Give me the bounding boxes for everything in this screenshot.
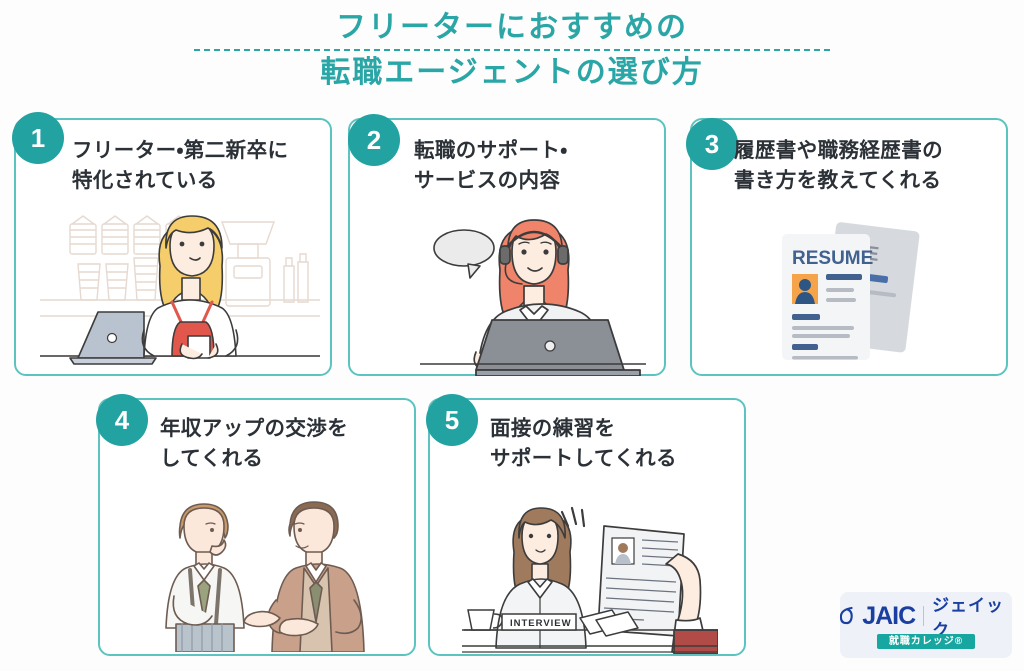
card-3-illustration: ME RESUME <box>772 216 922 372</box>
logo-wordmark-row: JAIC ジェイック <box>840 596 1012 640</box>
card-1-number-badge: 1 <box>12 112 64 164</box>
card-2-illustration <box>420 212 646 376</box>
card-1-illustration <box>40 204 320 372</box>
card-4-title: 年収アップの交渉を してくれる <box>160 417 349 470</box>
card-2-title: 転職のサポート・ サービスの内容 <box>414 139 568 192</box>
jaic-swoosh-icon <box>840 606 853 625</box>
card-1-title: フリーター・第二新卒に 特化されている <box>72 139 289 192</box>
card-5-title: 面接の練習を サポートしてくれる <box>490 417 677 470</box>
logo-divider <box>923 606 925 626</box>
card-3-title: 履歴書や職務経歴書の 書き方を教えてくれる <box>734 139 943 192</box>
title-line-1: フリーターにおすすめの <box>336 11 688 44</box>
jaic-logo: JAIC ジェイック 就職カレッジ® <box>840 592 1012 658</box>
card-4-illustration <box>146 492 376 652</box>
card-5-illustration: INTERVIEW <box>462 498 718 654</box>
card-4-number-badge: 4 <box>96 394 148 446</box>
logo-mark-text: JAIC <box>862 601 916 630</box>
page-title: フリーターにおすすめの 転職エージェントの選び方 <box>0 8 1024 93</box>
speech-bubble-shape <box>433 229 495 279</box>
card-2-number-badge: 2 <box>348 114 400 166</box>
card-5-number-badge: 5 <box>426 394 478 446</box>
interview-nameplate-label: INTERVIEW <box>510 618 572 629</box>
title-line-2: 転職エージェントの選び方 <box>320 56 704 89</box>
logo-service-badge: 就職カレッジ® <box>876 634 976 649</box>
card-3-number-badge: 3 <box>686 118 738 170</box>
resume-front-label: RESUME <box>792 248 873 269</box>
title-divider <box>194 49 830 51</box>
